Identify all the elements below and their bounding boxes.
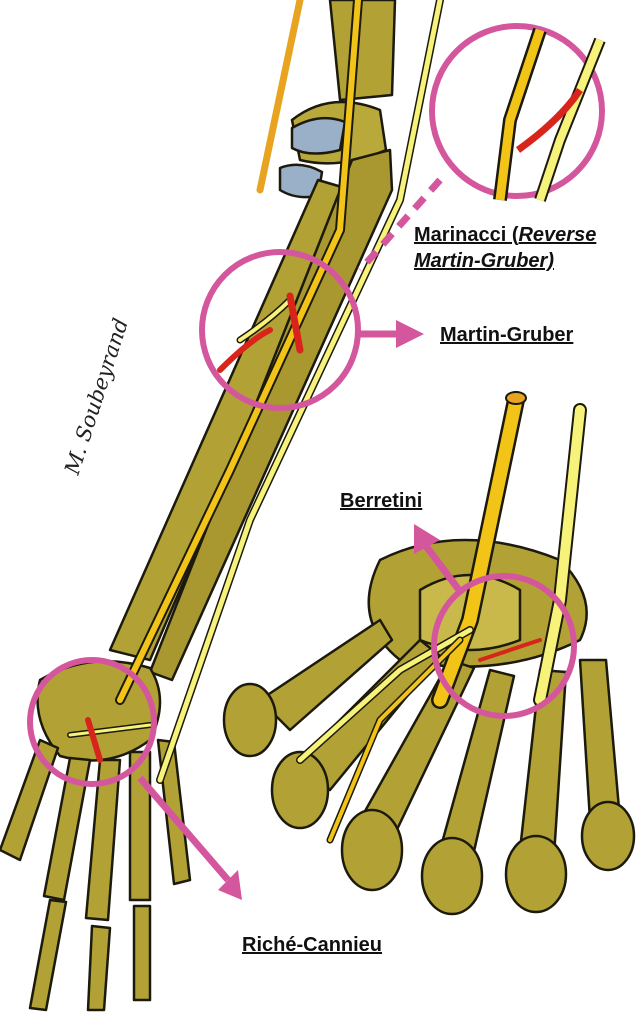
label-berretini: Berretini bbox=[340, 490, 422, 513]
label-riche-cannieu: Riché-Cannieu bbox=[242, 934, 382, 957]
label-martin-gruber: Martin-Gruber bbox=[440, 324, 573, 347]
label-marinacci: Marinacci (Reverse Martin-Gruber) bbox=[414, 222, 596, 274]
hand-illustration bbox=[224, 540, 634, 914]
label-marinacci-line2: Martin-Gruber) bbox=[414, 250, 554, 272]
label-marinacci-italic: Reverse bbox=[518, 224, 596, 246]
label-marinacci-prefix: Marinacci ( bbox=[414, 224, 518, 246]
forearm-illustration bbox=[0, 0, 395, 1010]
